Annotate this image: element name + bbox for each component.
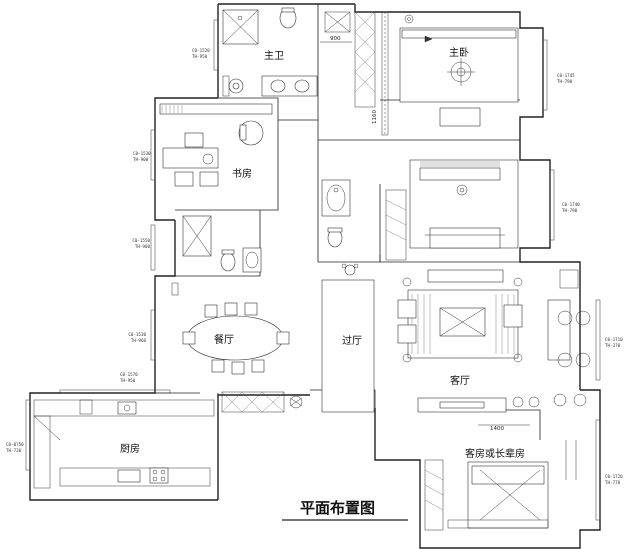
window-tag: C0-1710: [605, 337, 623, 342]
window-tag: C0-1530: [128, 332, 146, 337]
second-bedroom-furniture: [385, 159, 519, 261]
window-tag: TH-950: [192, 54, 208, 59]
window-tag: TH-790: [557, 79, 573, 84]
window-tag: C0-1520: [192, 48, 210, 53]
room-label-guest-room: 客房或长辈房: [465, 447, 525, 460]
lounge-furniture: [547, 269, 591, 407]
small-bath-fixtures: [182, 215, 262, 273]
room-label-kitchen: 厨房: [120, 442, 140, 455]
room-label-dining: 餐厅: [214, 333, 234, 346]
window-tag: TH-720: [6, 448, 22, 453]
dining-table: [171, 282, 290, 375]
plan-title-text: 平面布置图: [300, 499, 375, 517]
dimension-1400: 1400: [490, 426, 504, 432]
windows: [25, 19, 601, 521]
window-tag: C0-0750: [6, 442, 24, 447]
wardrobe: [324, 11, 389, 136]
hall-furniture: [321, 279, 375, 413]
window-tag: C0-1720: [605, 474, 623, 479]
dimension-marks: 900 1160 1400: [320, 36, 530, 432]
window-tag: TH-960: [131, 338, 147, 343]
window-tag: TH-900: [133, 157, 149, 162]
room-label-study: 书房: [232, 167, 252, 180]
window-tag: C0-1740: [562, 202, 580, 207]
window-tag: C0-1745: [557, 73, 575, 78]
window-tag: TH-370: [605, 343, 621, 348]
window-tag: TH-770: [605, 480, 621, 485]
plan-title: 平面布置图: [282, 499, 408, 521]
room-label-hall: 过厅: [342, 334, 362, 347]
room-labels: 主卫 主卧 书房 餐厅 过厅 客厅 厨房 客房或长辈房: [120, 46, 525, 460]
sideboard: [221, 391, 303, 413]
kitchen-furniture: [33, 399, 215, 489]
window-tag: TH-900: [135, 244, 151, 249]
window-tag: TH-950: [120, 378, 136, 383]
window-tag: TH-790: [562, 208, 578, 213]
room-label-living: 客厅: [450, 374, 470, 387]
room-label-master-bedroom: 主卧: [449, 46, 469, 59]
master-bedroom-furniture: [399, 14, 519, 127]
window-tag: C0-1530: [133, 151, 151, 156]
dimension-900: 900: [330, 36, 341, 42]
study-furniture: [159, 103, 273, 187]
master-bath-fixtures: [222, 7, 318, 97]
living-furniture: [397, 269, 540, 413]
second-bath-fixtures: [321, 179, 359, 276]
window-tag: C0-1570: [120, 372, 138, 377]
room-label-master-bath: 主卫: [264, 50, 284, 62]
dimension-1160: 1160: [372, 110, 378, 124]
window-tag: C0-1550: [132, 238, 150, 243]
guest-room-furniture: [424, 440, 577, 531]
